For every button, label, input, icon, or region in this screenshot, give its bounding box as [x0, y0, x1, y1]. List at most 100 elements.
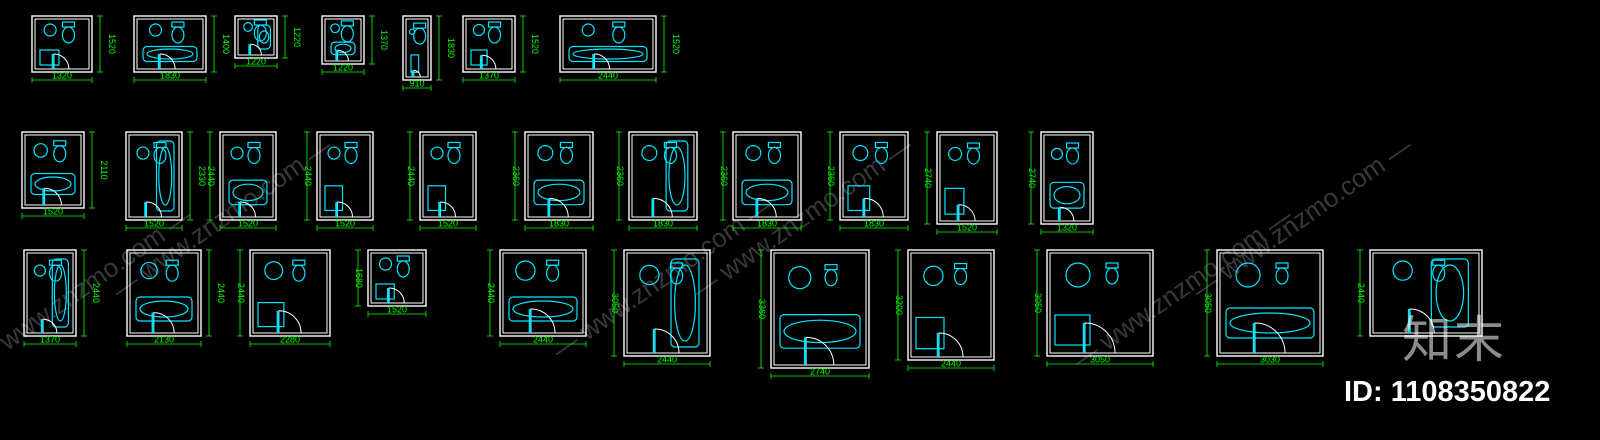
toilet-bowl — [966, 147, 981, 165]
bathtub — [30, 172, 76, 196]
bathtub — [670, 258, 700, 348]
sink — [264, 261, 284, 281]
width-dimension-label: 1830 — [757, 219, 777, 229]
plan-inner-wall — [24, 134, 82, 206]
toilet-tank — [1105, 262, 1119, 269]
sink — [537, 144, 554, 162]
plan-inner-wall — [773, 252, 867, 366]
shower-tray — [324, 185, 344, 212]
bathtub-basin — [146, 48, 194, 60]
height-dimension-label: 2440 — [486, 283, 496, 303]
toilet-tank — [1065, 142, 1080, 149]
plan-outer-wall — [462, 15, 516, 73]
toilet-bowl — [487, 26, 502, 44]
sink — [33, 264, 47, 277]
door-swing — [864, 197, 884, 218]
toilet-bowl — [247, 146, 261, 165]
door-swing — [1084, 322, 1116, 354]
plan-inner-wall — [26, 252, 74, 334]
width-dimension-label: 3030 — [1260, 355, 1280, 365]
door-swing — [549, 197, 569, 218]
toilet-bowl — [1275, 267, 1289, 285]
height-dimension-label: 1400 — [221, 34, 231, 54]
width-dimension-label: 3050 — [1090, 355, 1110, 365]
toilet-bowl — [61, 26, 76, 44]
plan-outer-wall — [524, 131, 594, 221]
sink — [327, 146, 341, 160]
width-dimension-label: 1520 — [957, 223, 977, 233]
plan-2-6: 1830 2360 — [511, 131, 594, 231]
toilet-bowl — [153, 146, 167, 165]
bathtub-basin — [783, 319, 857, 344]
toilet-tank — [253, 19, 267, 26]
plan-outer-wall — [559, 15, 657, 73]
shower-tray — [427, 185, 447, 212]
height-dimension-label: 2360 — [719, 166, 729, 186]
plan-inner-wall — [562, 18, 654, 70]
height-dimension-label: 1220 — [292, 27, 302, 47]
plan-1-3: 1220 1220 — [234, 15, 302, 69]
toilet-bowl — [824, 269, 838, 287]
height-dimension-label: 3050 — [1033, 293, 1043, 313]
shower-tray — [410, 54, 420, 73]
plan-outer-wall — [31, 15, 93, 73]
plan-inner-wall — [1372, 252, 1480, 334]
bathtub-basin — [232, 183, 264, 202]
sink — [408, 28, 416, 36]
sink — [515, 260, 536, 281]
bathtub — [508, 296, 578, 322]
plan-outer-wall — [499, 249, 587, 337]
toilet-tank — [61, 21, 76, 28]
shower-tray — [847, 185, 871, 212]
toilet-tank — [171, 21, 185, 28]
bathtub — [51, 258, 69, 328]
bathtub — [741, 179, 793, 206]
door-swing — [653, 197, 673, 218]
bathtub — [155, 140, 175, 212]
bathtub-basin — [572, 48, 644, 60]
toilet-bowl — [413, 27, 427, 45]
bathtub-basin — [745, 183, 789, 202]
sink — [378, 257, 393, 271]
sink — [472, 23, 486, 37]
height-dimension-label: 1520 — [530, 34, 540, 54]
width-dimension-label: 1830 — [864, 219, 884, 229]
width-dimension-label: 1220 — [333, 63, 353, 73]
bathtub-basin — [537, 183, 581, 202]
width-dimension-label: 1520 — [438, 219, 458, 229]
width-dimension-label: 2440 — [657, 355, 677, 365]
door-swing — [153, 312, 175, 334]
bathtub-basin — [668, 146, 686, 206]
width-dimension-label: 1220 — [246, 57, 266, 67]
door-swing — [1059, 206, 1075, 222]
plan-outer-wall — [367, 249, 427, 307]
bathtub-basin — [158, 146, 173, 206]
plan-inner-wall — [128, 134, 180, 218]
door-swing — [440, 201, 456, 218]
plan-outer-wall — [133, 15, 207, 73]
plan-inner-wall — [324, 18, 362, 62]
plan-inner-wall — [527, 134, 591, 218]
width-dimension-label: 1830 — [549, 219, 569, 229]
bathtub-basin — [53, 264, 67, 322]
toilet-bowl — [340, 25, 354, 43]
toilet-tank — [487, 21, 502, 28]
plan-inner-wall — [1049, 252, 1151, 354]
toilet-tank — [767, 141, 782, 149]
height-dimension-label: 3360 — [757, 299, 767, 319]
sink — [43, 23, 57, 37]
plan-inner-wall — [939, 134, 995, 222]
toilet-tank — [247, 141, 261, 149]
bathtub — [135, 296, 193, 322]
toilet-bowl — [53, 145, 67, 163]
bathtub — [665, 140, 689, 212]
bathtub — [1225, 307, 1315, 339]
height-dimension-label: 2360 — [511, 166, 521, 186]
height-dimension-label: 1830 — [446, 38, 456, 58]
toilet-tank — [953, 262, 968, 270]
toilet-tank — [545, 259, 560, 266]
